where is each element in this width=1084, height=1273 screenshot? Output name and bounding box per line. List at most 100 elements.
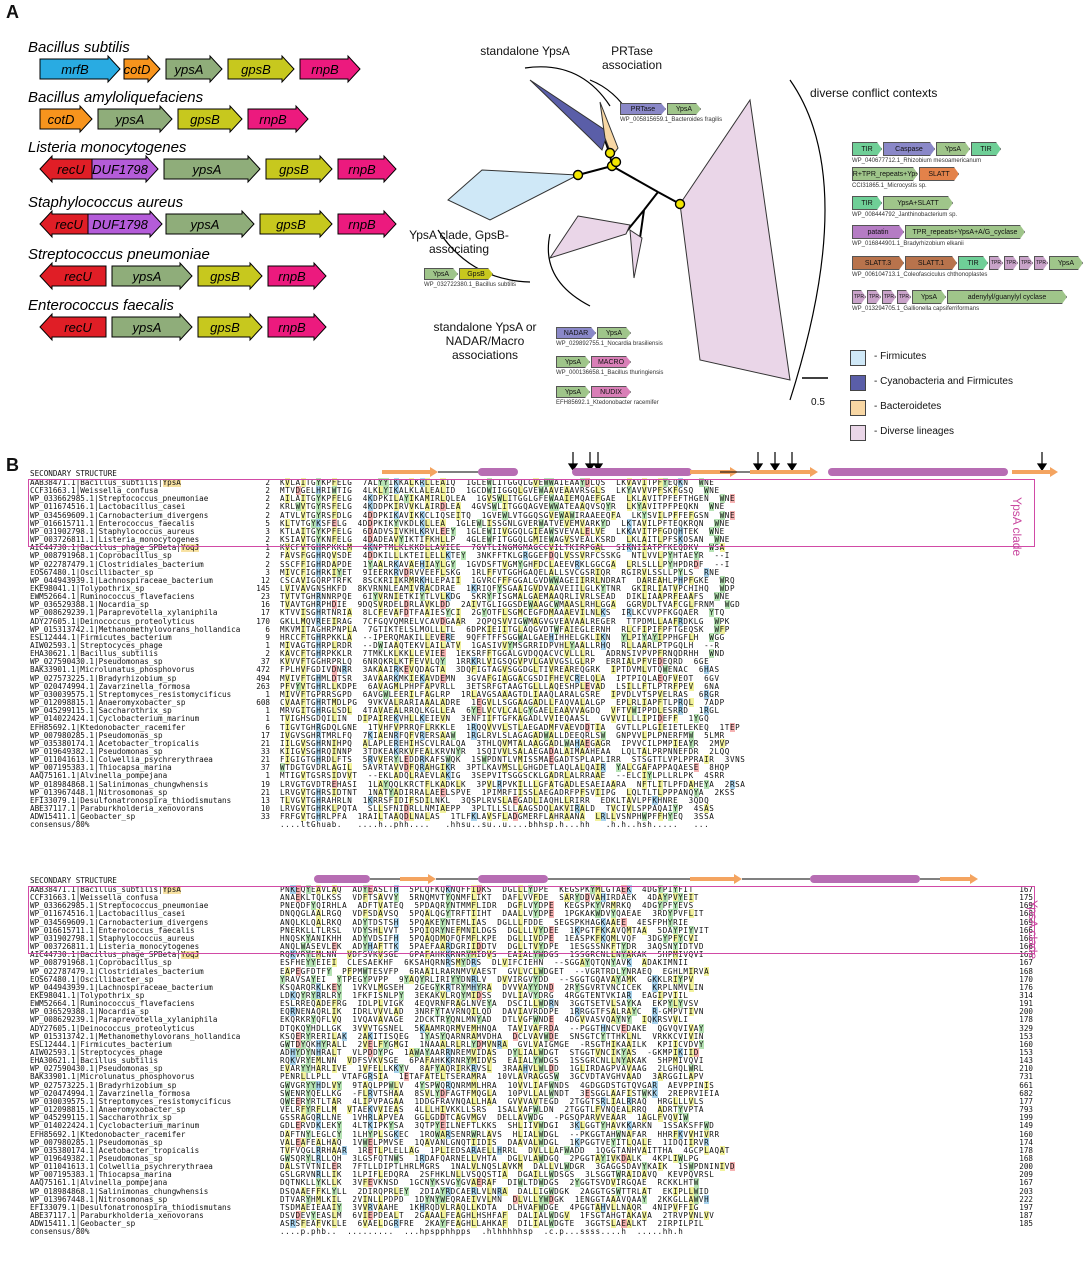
mini-operon-accession: WP_016844901.1_Bradyrhizobium elkanii (852, 241, 964, 247)
sequence-residues: DALSTVTNILER 7FTLLDIPTLHRLMGRS 1NALVLNQS… (280, 1162, 736, 1172)
end-position: 166 (1019, 925, 1033, 935)
label-prtase-association: PRTase association (601, 44, 663, 72)
clade-diverse-small (548, 215, 631, 259)
end-position: 191 (1019, 999, 1033, 1009)
gene-arrow-cotd (123, 54, 161, 84)
operon-species-name: Streptococcus pneumoniae (28, 246, 210, 263)
end-position: 187 (1019, 1211, 1033, 1220)
mini-gene-tir: TIR (852, 196, 882, 210)
sequence-name: ADW15411.1|Geobacter_sp (30, 813, 136, 822)
sequence-tag: YoqJ (180, 951, 200, 960)
sequence-residues: TVIGHSGDQILIN DIPAIREKVHLLKEIEVN 3ENFIIF… (280, 714, 710, 724)
sequence-name: WP_034569609.1|Carnobacterium_divergens (30, 511, 209, 520)
gene-arrow-rnpb (247, 104, 309, 134)
sequence-name: WP_013967448.1|Nitrosomonas_sp (30, 1195, 168, 1204)
ss-label-1: SECONDARY STRUCTURE (30, 469, 117, 478)
sequence-residues: DNQQGLAALRGQ VDFSDAVSQ 5PQALQGYTRFTIIHT … (280, 909, 705, 919)
sequence-residues: KVLAITGYKPFELG 7ALYYIKKALKRLLEAIQ 1GLEWL… (280, 478, 715, 487)
start-position: 9 (265, 632, 270, 642)
sequence-name: EHA30621.1|Bacillus_subtilis (30, 650, 159, 659)
sequence-residues: ESLRREQADEFRG IDLPLVIGK 4EQVRNFRAGLNVEYA… (280, 999, 699, 1009)
start-position: 23 (260, 592, 270, 602)
sequence-name: WP_008629239.1|Paraprevotella_xylaniphil… (30, 609, 218, 618)
gene-label: ypsA (174, 62, 204, 77)
gene-arrow-rnpb (267, 261, 327, 291)
end-position: 682 (1019, 1088, 1033, 1098)
mini-gene-macro: MACRO (591, 356, 631, 368)
start-position: 2 (265, 486, 270, 496)
sequence-residues: LRVGVTGHRSIDTNT 1NATYADIRRALAEELSPVE 1PI… (280, 787, 736, 797)
end-position: 168 (1019, 909, 1033, 919)
gene-label: ypsA (132, 269, 162, 284)
alignment-row: WP_008629239.1|Paraprevotella_xylaniphil… (30, 1015, 1033, 1025)
sequence-residues: SWENRYQELLKG -FLRVTSHAA 8SVLYDFAGTFMQGLA… (280, 1088, 720, 1098)
ypsa-clade-box-1 (28, 479, 1035, 547)
alignment-row: WP_044943939.1|Lachnospiraceae_bacterium… (30, 575, 1030, 585)
sequence-name: ESL12444.1|Firmicutes_bacterium (30, 1040, 172, 1049)
gene-arrow-ypsa (165, 54, 223, 84)
legend-swatch-firmicutes (850, 350, 866, 366)
end-position: 168 (1019, 1153, 1033, 1163)
gene-label: ypsA (190, 217, 220, 232)
sequence-name: WP_027590430.1|Pseudomonas_sp (30, 1065, 163, 1074)
sequence-residues: GWSQRYLRLLQH 3LGSFQTNWS 1RDAFQARNELLVHTA… (280, 1153, 699, 1163)
sequence-residues: ATVLVTGYRSFDLG 4DDPKIKAVIKKCLIQSEITQ 1GV… (280, 510, 736, 520)
sequence-residues: QWEERYRTLTAR 4LIPVPAGAA 1DDGFRAVNQALLHAA… (280, 1096, 705, 1106)
sequence-name: AIC44730.1|Bacillus_phage_SPBeta|YoqJ (30, 544, 200, 553)
sequence-residues: ASRSFEAFVKLLE 6VAELDGRFRE 2KAYFEAGHLLAHK… (280, 1219, 705, 1229)
sequence-residues: YRAVSAYEI YTPEGYPVPP 9YAQYRLIRIYYDNRLV D… (280, 974, 694, 984)
mini-operon-accession: WP_005815659.1_Bacteroides fragilis (620, 117, 723, 123)
sequence-residues: LDKQYRYRRLRY 1FKFISNLPY 3EKAKVLRQYMIDSS … (280, 990, 689, 1000)
gene-label: gpsB (241, 62, 271, 77)
gene-label: ypsA (132, 320, 162, 335)
mini-gene-nudix: NUDIX (591, 386, 631, 398)
gene-label: DUF1798 (92, 162, 148, 177)
operon-species-name: Enterococcus faecalis (28, 297, 174, 314)
sequence-name: WP_014022424.1|Cyclobacterium_marinum (30, 1122, 200, 1131)
end-position: 149 (1019, 1121, 1033, 1131)
end-position: 163 (1019, 950, 1033, 960)
sequence-residues: PFVYVTGHRLLKDPE 6AVAGMLPHPFAPVRLL 3ETSRF… (280, 681, 720, 691)
secondary-structure-2 (314, 874, 978, 884)
sequence-name: EKE98041.1|Tolypothrix_sp (30, 991, 145, 1000)
gene-label: mrfB (61, 62, 89, 77)
sequence-residues: GKLLMQVREEIRAG 7CFGQVQMRELVCAVDGAAR 2QPQ… (280, 616, 730, 626)
gene-label: gpsB (210, 320, 240, 335)
mini-gene-ypsa: YpsA (936, 142, 970, 156)
sequence-name: consensus/80% (30, 821, 90, 830)
sequence-residues: TIGVTGHRGDQLGNE 1TVHFVPRRQFLRKKLE 1RQQVV… (280, 722, 741, 732)
sequence-tag: YpsA (162, 479, 181, 487)
end-position: 329 (1019, 1023, 1033, 1033)
label-diverse-conflict: diverse conflict contexts (810, 86, 938, 100)
start-position: 1 (265, 641, 270, 650)
sequence-residues: LRVGVTGHRKLPQTA SLLSFNIDRLLNMIAEPP 3PLTL… (280, 804, 715, 813)
sequence-residues: KTLAITGYKPFELG 6DADVSIVKHLKRVLEEY 1GLEWI… (280, 526, 725, 536)
sequence-name: WP_045299115.1|Saccharothrix_sp (30, 707, 172, 716)
gene-arrow-ypsa (111, 261, 193, 291)
mini-operon-accession: WP_032722380.1_Bacillus subtilis (424, 282, 517, 288)
sequence-name: ABE37117.1|Paraburkholderia_xenovorans (30, 1212, 204, 1220)
sequence-name: ADY27605.1|Deinococcus_proteolyticus (30, 617, 195, 626)
alignment-row: WP_008629239.1|Paraprevotella_xylaniphil… (30, 608, 1030, 618)
mini-gene-slatt-1: SLATT.1 (905, 256, 957, 270)
start-position: 12 (260, 575, 270, 585)
sequence-name: WP_007195383.1|Thiocapsa_marina (30, 764, 172, 773)
start-position: 263 (256, 681, 270, 691)
mini-gene-ypsa: YpsA (556, 356, 590, 368)
sequence-name: consensus/80% (30, 1228, 90, 1237)
sequence-residues: CVAAFTGHRTMDLPG 9VKVALRARIAAALADRE 1EGVL… (280, 698, 725, 708)
